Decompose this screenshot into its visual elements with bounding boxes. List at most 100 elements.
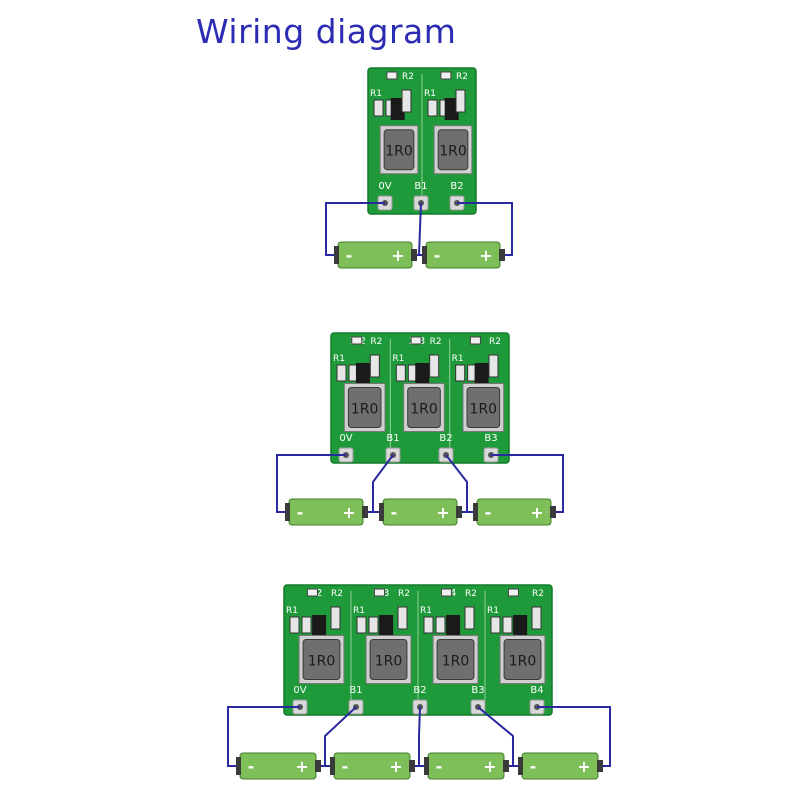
inductor-label: 1R0 (308, 654, 336, 670)
smd-capacitor (502, 616, 513, 634)
battery-neg-cap (330, 757, 335, 775)
wire-tap-b2 (445, 454, 468, 512)
smd-capacitor (427, 99, 438, 117)
wire-tap-b3 (477, 706, 514, 766)
inductor (407, 387, 441, 428)
board-5s: 1-2R1R21R02-3R1R21R03-4R1R21R0R1R21R00VB… (227, 584, 611, 780)
resistor-label-r2: R2 (331, 589, 343, 599)
ic-chip (390, 98, 405, 120)
inductor-label: 1R0 (410, 402, 438, 418)
smd-capacitor (455, 364, 466, 382)
smd-capacitor (435, 616, 446, 634)
inductor (369, 639, 408, 680)
battery-neg-cap (424, 757, 429, 775)
inductor (436, 639, 475, 680)
smd-capacitor (464, 606, 475, 630)
battery-pos-cap (499, 249, 505, 261)
smd-capacitor (397, 606, 408, 630)
resistor-label-r2: R2 (370, 337, 382, 347)
resistor-label-r1: R1 (392, 354, 404, 364)
battery-positive-sign: + (342, 503, 355, 522)
battery-positive-sign: + (436, 503, 449, 522)
battery-negative-sign: - (434, 246, 441, 265)
smd-capacitor (395, 364, 406, 382)
battery-positive-sign: + (479, 246, 492, 265)
wire-0v (227, 706, 300, 767)
smd-resistor (306, 588, 318, 597)
smd-capacitor (423, 616, 434, 634)
terminal-label-b2: B2 (439, 433, 452, 444)
battery-neg-cap (334, 246, 339, 264)
wire-tap-b2 (418, 706, 421, 766)
wire-tap-b1 (372, 454, 394, 512)
battery: -+ (236, 752, 321, 780)
battery: -+ (473, 498, 556, 526)
battery-neg-cap (285, 503, 290, 521)
smd-capacitor (301, 616, 312, 634)
inductor-label: 1R0 (470, 402, 498, 418)
battery-pos-cap (550, 506, 556, 518)
smd-resistor (469, 336, 481, 345)
wire-0v (325, 202, 385, 256)
wire-top (491, 454, 564, 513)
terminal-label-b4: B4 (530, 685, 543, 696)
terminal-label-b1: B1 (414, 181, 427, 192)
ic-chip (355, 363, 370, 385)
battery-neg-cap (236, 757, 241, 775)
terminal-label-0v: 0V (339, 433, 352, 444)
smd-capacitor (368, 616, 379, 634)
terminal-label-b3: B3 (471, 685, 484, 696)
terminal-label-0v: 0V (378, 181, 391, 192)
resistor-label-r2: R2 (489, 337, 501, 347)
battery-neg-cap (473, 503, 478, 521)
smd-capacitor (455, 89, 466, 113)
battery: -+ (330, 752, 415, 780)
wire-top (457, 202, 513, 256)
ic-chip (415, 363, 430, 385)
ic-chip (312, 615, 327, 637)
battery-negative-sign: - (248, 757, 255, 776)
battery-negative-sign: - (346, 246, 353, 265)
resistor-label-r2: R2 (402, 72, 414, 82)
resistor-label-r2: R2 (430, 337, 442, 347)
inductor (383, 129, 415, 171)
smd-resistor (351, 336, 363, 345)
battery-neg-cap (422, 246, 427, 264)
battery-negative-sign: - (391, 503, 398, 522)
battery-negative-sign: - (436, 757, 443, 776)
ic-chip (446, 615, 461, 637)
battery: -+ (334, 241, 417, 269)
resistor-label-r1: R1 (424, 89, 436, 99)
smd-capacitor (490, 616, 501, 634)
resistor-label-r2: R2 (398, 589, 410, 599)
battery-neg-cap (518, 757, 523, 775)
battery: -+ (285, 498, 368, 526)
smd-capacitor (369, 354, 380, 378)
inductor-label: 1R0 (439, 144, 467, 160)
battery: -+ (424, 752, 509, 780)
battery-negative-sign: - (342, 757, 349, 776)
resistor-label-r1: R1 (333, 354, 345, 364)
inductor-label: 1R0 (509, 654, 537, 670)
wire-tap-b1 (418, 202, 422, 256)
inductor (302, 639, 341, 680)
battery-negative-sign: - (297, 503, 304, 522)
smd-capacitor (429, 354, 440, 378)
inductor-label: 1R0 (385, 144, 413, 160)
battery: -+ (422, 241, 505, 269)
battery-pos-cap (503, 760, 509, 772)
battery-positive-sign: + (295, 757, 308, 776)
resistor-label-r2: R2 (465, 589, 477, 599)
inductor-label: 1R0 (351, 402, 379, 418)
battery-pos-cap (409, 760, 415, 772)
inductor (466, 387, 501, 428)
battery-pos-cap (456, 506, 462, 518)
wire-tap-b1 (324, 706, 357, 766)
smd-capacitor (373, 99, 384, 117)
battery-positive-sign: + (483, 757, 496, 776)
battery-neg-cap (379, 503, 384, 521)
smd-capacitor (488, 354, 499, 378)
battery-pos-cap (362, 506, 368, 518)
